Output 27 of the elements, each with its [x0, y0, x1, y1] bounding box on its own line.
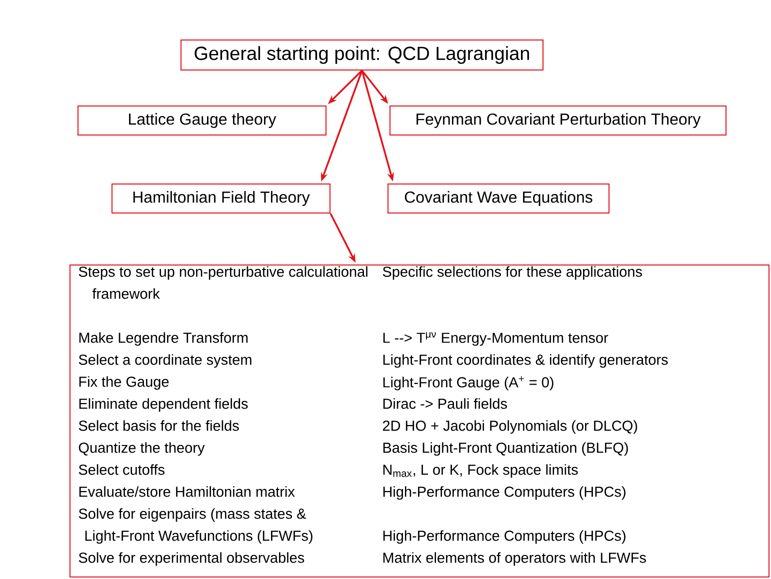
selection-text: 2D HO + Jacobi Polynomials (or DLCQ): [382, 420, 638, 434]
step-text: Select cutoffs: [78, 464, 164, 475]
theory-box: Covariant Wave Equations: [388, 184, 610, 214]
theory-box: Feynman Covariant Perturbation Theory: [390, 106, 726, 136]
column-heading: Steps to set up non-perturbative calculational framework: [78, 266, 368, 299]
selection-text: Light-Front Gauge (A$^{+}$ = 0): [383, 376, 554, 390]
selection-text: High-Performance Computers (HPCs): [383, 530, 626, 544]
selection-text: Light-Front coordinates & identify generators: [383, 354, 668, 368]
step-text: Select a coordinate system: [78, 354, 252, 368]
selection-text: Basis Light-Front Quantization (BLFQ): [383, 442, 628, 456]
step-text: Evaluate/store Hamiltonian matrix: [79, 486, 295, 497]
selection-text: Dirac -> Pauli fields: [383, 398, 507, 409]
step-text: Make Legendre Transform: [79, 332, 248, 346]
step-text: Solve for eigenpairs (mass states & Light-Front Wavefunctions (LFWFs): [78, 508, 312, 544]
selection-text: Matrix elements of operators with LFWFs: [383, 552, 646, 566]
step-text: Select basis for the fields: [78, 420, 239, 431]
selection-text: L --> T$^{μν}$ Energy-Momentum tensor: [383, 332, 608, 346]
step-text: Eliminate dependent fields: [79, 398, 248, 412]
selection-text: High-Performance Computers (HPCs): [383, 486, 626, 500]
selection-text: N$_{max}$, L or K, Fock space limits: [383, 464, 578, 478]
theory-box: Lattice Gauge theory: [78, 106, 326, 136]
theory-box: Hamiltonian Field Theory: [112, 184, 330, 214]
column-heading: Specific selections for these applications: [382, 266, 642, 280]
theory-box: General starting point: QCD Lagrangian: [180, 40, 544, 70]
step-text: Quantize the theory: [78, 442, 205, 456]
step-text: Fix the Gauge: [79, 376, 169, 390]
step-text: Solve for experimental observables: [78, 552, 304, 566]
